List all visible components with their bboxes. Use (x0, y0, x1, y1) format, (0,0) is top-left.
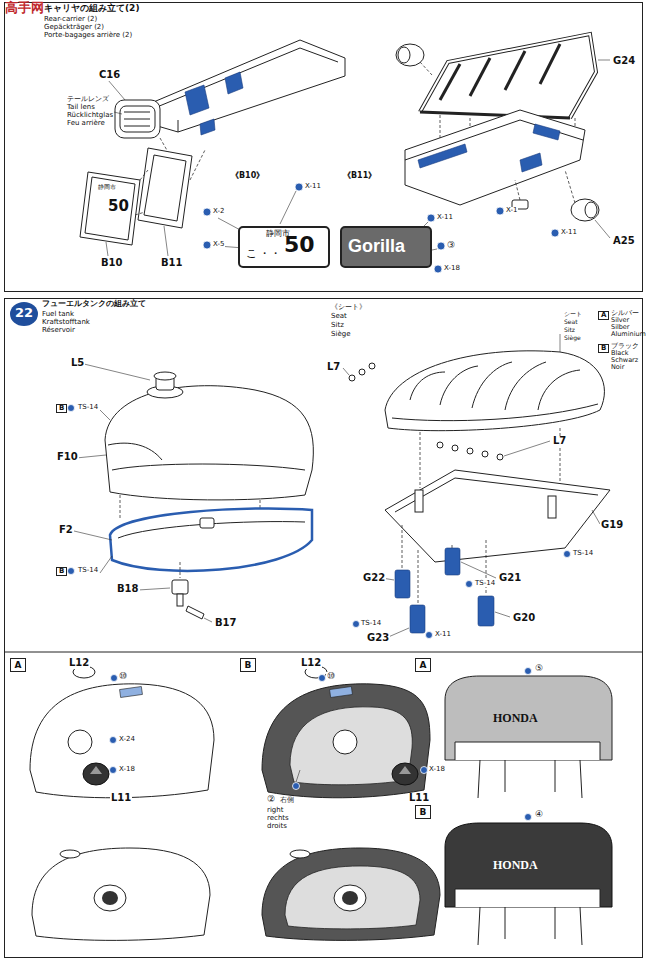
part-label: ⑩ (118, 672, 128, 681)
part-label: B10 (100, 258, 124, 269)
decal-text: HONDA (492, 712, 539, 725)
part-label: B17 (214, 618, 238, 629)
paint-code: X-5 (212, 241, 225, 248)
node-text: フューエルタンクの組み立て (42, 300, 146, 309)
part-label: Rücklichtglas (66, 112, 114, 119)
color-key-box: B (56, 404, 67, 413)
part-label: B11 (160, 258, 184, 269)
part-label: 50 (107, 199, 130, 215)
color-key-box: A (598, 311, 609, 320)
node-text: キャリヤの組み立て(2) (44, 4, 140, 14)
color-key-box: A (10, 658, 26, 672)
node-text: こ (246, 248, 257, 260)
node-text: Rear-carrier (2) (44, 16, 97, 24)
paint-code: X-18 (443, 265, 461, 272)
part-label: Sitz (330, 322, 345, 329)
part-label: L7 (552, 436, 567, 447)
paint-code: TS-14 (77, 404, 99, 411)
license-plate: 静岡市こ・・50 (238, 226, 330, 268)
step-number: 22 (10, 302, 38, 326)
paint-code: X-24 (118, 736, 136, 743)
node-text: Fuel tank (42, 311, 74, 319)
node-text: B (241, 659, 255, 671)
part-label: L12 (300, 658, 322, 669)
node-text: Gepäckträger (2) (44, 24, 104, 32)
part-label: ⑩ (326, 672, 336, 681)
part-label: シート (563, 311, 583, 317)
legend-text: ブラック Black Schwarz Noir (611, 343, 645, 372)
color-key-box: A (415, 658, 431, 672)
part-label: 静岡市 (97, 184, 117, 190)
part-label: B18 (116, 584, 140, 595)
part-label: テールレンズ (66, 96, 110, 103)
license-plate: Gorilla (340, 226, 432, 268)
part-label: right (266, 807, 284, 814)
paint-code: X-11 (304, 183, 322, 190)
part-label: L5 (70, 358, 85, 369)
part-label: 《B11》 (342, 172, 377, 180)
part-label: rechts (266, 815, 290, 822)
step-panel: フューエルタンクの組み立て Fuel tankKraftstofftankRése… (4, 298, 643, 958)
part-label: Seat (330, 313, 348, 320)
node-text: 50 (284, 233, 315, 257)
part-label: Tail lens (66, 104, 96, 111)
paint-code: X-18 (118, 766, 136, 773)
part-label: 《シート》 (330, 304, 367, 311)
decal-text: HONDA (492, 859, 539, 872)
part-label: L7 (326, 362, 341, 373)
part-label: ⑤ (534, 664, 544, 673)
part-label: ② (266, 795, 276, 804)
watermark: 高手网 (4, 1, 45, 15)
part-label: A25 (612, 236, 636, 247)
color-key-box: B (56, 567, 67, 576)
part-label: G22 (362, 573, 386, 584)
part-label: L11 (408, 793, 430, 804)
part-label: 右側 (279, 797, 295, 804)
node-text: ・・ (259, 248, 281, 260)
part-label: Siège (563, 335, 582, 341)
paint-code: X-11 (434, 631, 452, 638)
part-label: ③ (446, 241, 456, 250)
paint-code: X-2 (212, 208, 225, 215)
part-label: L12 (68, 658, 90, 669)
part-label: 《B10》 (230, 172, 265, 180)
step-panel: キャリヤの組み立て(2) Rear-carrier (2)Gepäckträger… (4, 2, 643, 292)
paint-code: TS-14 (572, 550, 594, 557)
part-label: ④ (534, 810, 544, 819)
part-label: G20 (512, 613, 536, 624)
paint-code: TS-14 (474, 580, 496, 587)
legend-text: シルバー Silver Silber Aluminium (611, 310, 645, 339)
paint-code: TS-14 (77, 567, 99, 574)
paint-code: X-11 (436, 214, 454, 221)
part-label: F10 (56, 452, 79, 463)
node-text: Réservoir (42, 327, 75, 335)
node-text: A (11, 659, 25, 671)
part-label: G21 (498, 573, 522, 584)
part-label: C16 (98, 70, 121, 81)
node-text: A (416, 659, 430, 671)
node-text: Kraftstofftank (42, 319, 90, 327)
part-label: G24 (612, 56, 636, 67)
part-label: G19 (600, 520, 624, 531)
paint-code: X-1 (505, 207, 518, 214)
paint-code: TS-14 (360, 620, 382, 627)
node-text: B (416, 806, 430, 818)
part-label: L11 (110, 793, 132, 804)
color-key-box: B (598, 344, 609, 353)
paint-code: X-18 (428, 766, 446, 773)
part-label: Sitz (563, 327, 576, 333)
color-key-box: B (415, 805, 431, 819)
paint-code: X-11 (560, 229, 578, 236)
node-text: Porte-bagages arrière (2) (44, 32, 132, 40)
part-label: Seat (563, 319, 579, 325)
color-key-box: B (240, 658, 256, 672)
part-label: droits (266, 823, 288, 830)
part-label: Feu arrière (66, 120, 106, 127)
part-label: Siège (330, 331, 351, 338)
part-label: F2 (58, 525, 74, 536)
part-label: G23 (366, 633, 390, 644)
node-text: 22 (10, 302, 38, 324)
node-text: Gorilla (348, 237, 405, 257)
